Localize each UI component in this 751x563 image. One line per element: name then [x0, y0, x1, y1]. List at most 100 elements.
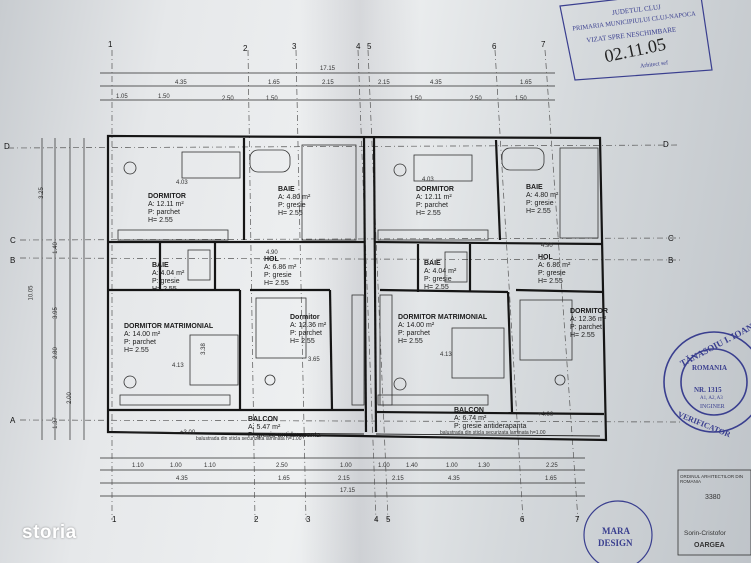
dim-bot-7: 1.40	[406, 463, 418, 469]
room-area: A: 12.36 m²	[290, 322, 327, 329]
stamp-company-line1: MARA	[602, 526, 630, 536]
stamp-company-line2: DESIGN	[598, 538, 633, 548]
dim-top-3: 2.15	[322, 80, 334, 86]
room-floor: P: parchet	[290, 330, 322, 337]
dim-bot2-2: 1.65	[278, 476, 290, 482]
grid-label-D-right: D	[663, 140, 669, 149]
room-name: HOL	[538, 254, 553, 261]
dim-bot-10: 2.25	[546, 463, 558, 469]
dim-bot-4: 2.50	[276, 463, 288, 469]
dim-left-total: 10.05	[28, 285, 35, 301]
room-height: H= 2.55	[148, 217, 173, 224]
stamp-round-nr: NR. 1315	[694, 386, 722, 394]
dim-bot-1: 1.10	[132, 463, 144, 469]
room-area: A: 12.36 m²	[570, 316, 607, 323]
inner-dim-5: 3.38	[200, 343, 207, 355]
storia-logo[interactable]: storia	[22, 522, 77, 543]
stamp-br-name: Sorin-Cristofor	[684, 530, 726, 537]
grid-label-1: 1	[108, 40, 113, 49]
inner-dim-4: 3.65	[308, 357, 320, 363]
room-matrimonial-1: DORMITOR MATRIMONIAL A: 14.00 m² P: parc…	[124, 323, 213, 355]
room-name: DORMITOR	[148, 193, 186, 200]
room-height: H= 2.55	[290, 338, 315, 345]
dim-top-4: 2.15	[378, 80, 390, 86]
room-name: BAIE	[278, 186, 295, 193]
dim-total-bottom: 17.15	[340, 488, 356, 494]
dim-left-2: 1.40	[52, 242, 59, 254]
room-height: H= 2.55	[278, 210, 303, 217]
room-area: A: 12.11 m²	[416, 194, 452, 201]
dim-top-2: 1.65	[268, 80, 280, 86]
room-area: A: 6.86 m²	[264, 264, 297, 271]
room-dormitor-3: Dormitor A: 12.36 m² P: parchet H= 2.55	[290, 314, 326, 346]
dim-bot2-3: 2.15	[338, 476, 350, 482]
room-height: H= 2.55	[416, 210, 441, 217]
grid-label-4-bottom: 4	[374, 515, 379, 524]
stamp-round-country: ROMANIA	[692, 364, 727, 372]
room-name: DORMITOR	[570, 308, 608, 315]
level-mark-2: +4.00	[538, 412, 554, 418]
room-dormitor-4: DORMITOR A: 12.36 m² P: parchet H= 2.55	[570, 308, 608, 340]
room-name: Dormitor	[290, 314, 320, 321]
grid-label-C-right: C	[668, 234, 674, 243]
room-name: DORMITOR	[416, 186, 454, 193]
room-name: DORMITOR MATRIMONIAL	[398, 314, 488, 321]
room-hol-1: HOL A: 6.86 m² P: gresie H= 2.55	[264, 256, 296, 288]
grid-label-C: C	[10, 236, 16, 245]
grid-label-7: 7	[541, 40, 546, 49]
room-height: H= 2.55	[124, 347, 149, 354]
balcony-note-1: balustrada din sticla securizata laminat…	[196, 436, 302, 442]
dim-left-4: 2.80	[52, 347, 59, 359]
grid-label-B-right: B	[668, 256, 674, 265]
grid-label-B: B	[10, 256, 16, 265]
room-height: H= 2.55	[264, 280, 289, 287]
room-name: BAIE	[526, 184, 543, 191]
room-baie-3: BAIE A: 4.04 m² P: gresie H= 2.55	[152, 262, 184, 294]
room-area: A: 5.47 m²	[248, 424, 281, 431]
dim-left-5: 2.00	[66, 392, 73, 404]
room-area: A: 14.00 m²	[124, 331, 161, 338]
level-mark-1: +3.00	[180, 430, 196, 436]
room-floor: P: parchet	[416, 202, 448, 209]
grid-label-3: 3	[292, 42, 297, 51]
dim-bot2-1: 4.35	[176, 476, 188, 482]
inner-dim-7: 4.13	[440, 352, 452, 358]
stamp-round-extra: INGINER	[700, 404, 725, 410]
grid-label-6: 6	[492, 42, 497, 51]
dim-bot2-5: 4.35	[448, 476, 460, 482]
room-name: HOL	[264, 256, 279, 263]
room-floor: P: gresie antiderapanta	[454, 423, 527, 430]
grid-label-D: D	[4, 142, 10, 151]
dim-top2-1: 1.05	[116, 94, 128, 100]
room-baie-2: BAIE A: 4.80 m² P: gresie H= 2.55	[526, 184, 558, 216]
room-floor: P: gresie	[538, 270, 566, 277]
dim-top2-3: 2.50	[222, 96, 234, 102]
room-height: H= 2.55	[570, 332, 595, 339]
grid-label-5-bottom: 5	[386, 515, 391, 524]
dim-top-5: 4.35	[430, 80, 442, 86]
dim-top-6: 1.65	[520, 80, 532, 86]
room-area: A: 12.11 m²	[148, 201, 184, 208]
inner-dim-1: 4.03	[176, 180, 188, 186]
dim-top2-2: 1.50	[158, 94, 170, 100]
room-area: A: 6.86 m²	[538, 262, 571, 269]
dim-bot-8: 1.00	[446, 463, 458, 469]
room-area: A: 14.00 m²	[398, 322, 435, 329]
room-name: BALCON	[454, 407, 484, 414]
inner-dim-3: 4.13	[172, 363, 184, 369]
room-baie-4: BAIE A: 4.04 m² P: gresie H= 2.55	[424, 260, 456, 292]
room-height: H= 2.55	[152, 286, 177, 293]
room-floor: P: gresie	[278, 202, 306, 209]
grid-label-7-bottom: 7	[575, 515, 580, 524]
stamp-br-org: ORDINUL ARHITECTILOR DIN ROMANIA	[680, 474, 744, 484]
stamp-br-surname: OARGEA	[694, 542, 725, 549]
room-area: A: 4.04 m²	[424, 268, 457, 275]
stamp-br-num: 3380	[705, 494, 721, 501]
dim-bot-6: 1.00	[378, 463, 390, 469]
dim-bot-2: 1.00	[170, 463, 182, 469]
room-height: H= 2.55	[538, 278, 563, 285]
room-floor: P: gresie antiderapanta	[248, 432, 321, 439]
room-height: H= 2.55	[398, 338, 423, 345]
dim-bot-5: 1.00	[340, 463, 352, 469]
